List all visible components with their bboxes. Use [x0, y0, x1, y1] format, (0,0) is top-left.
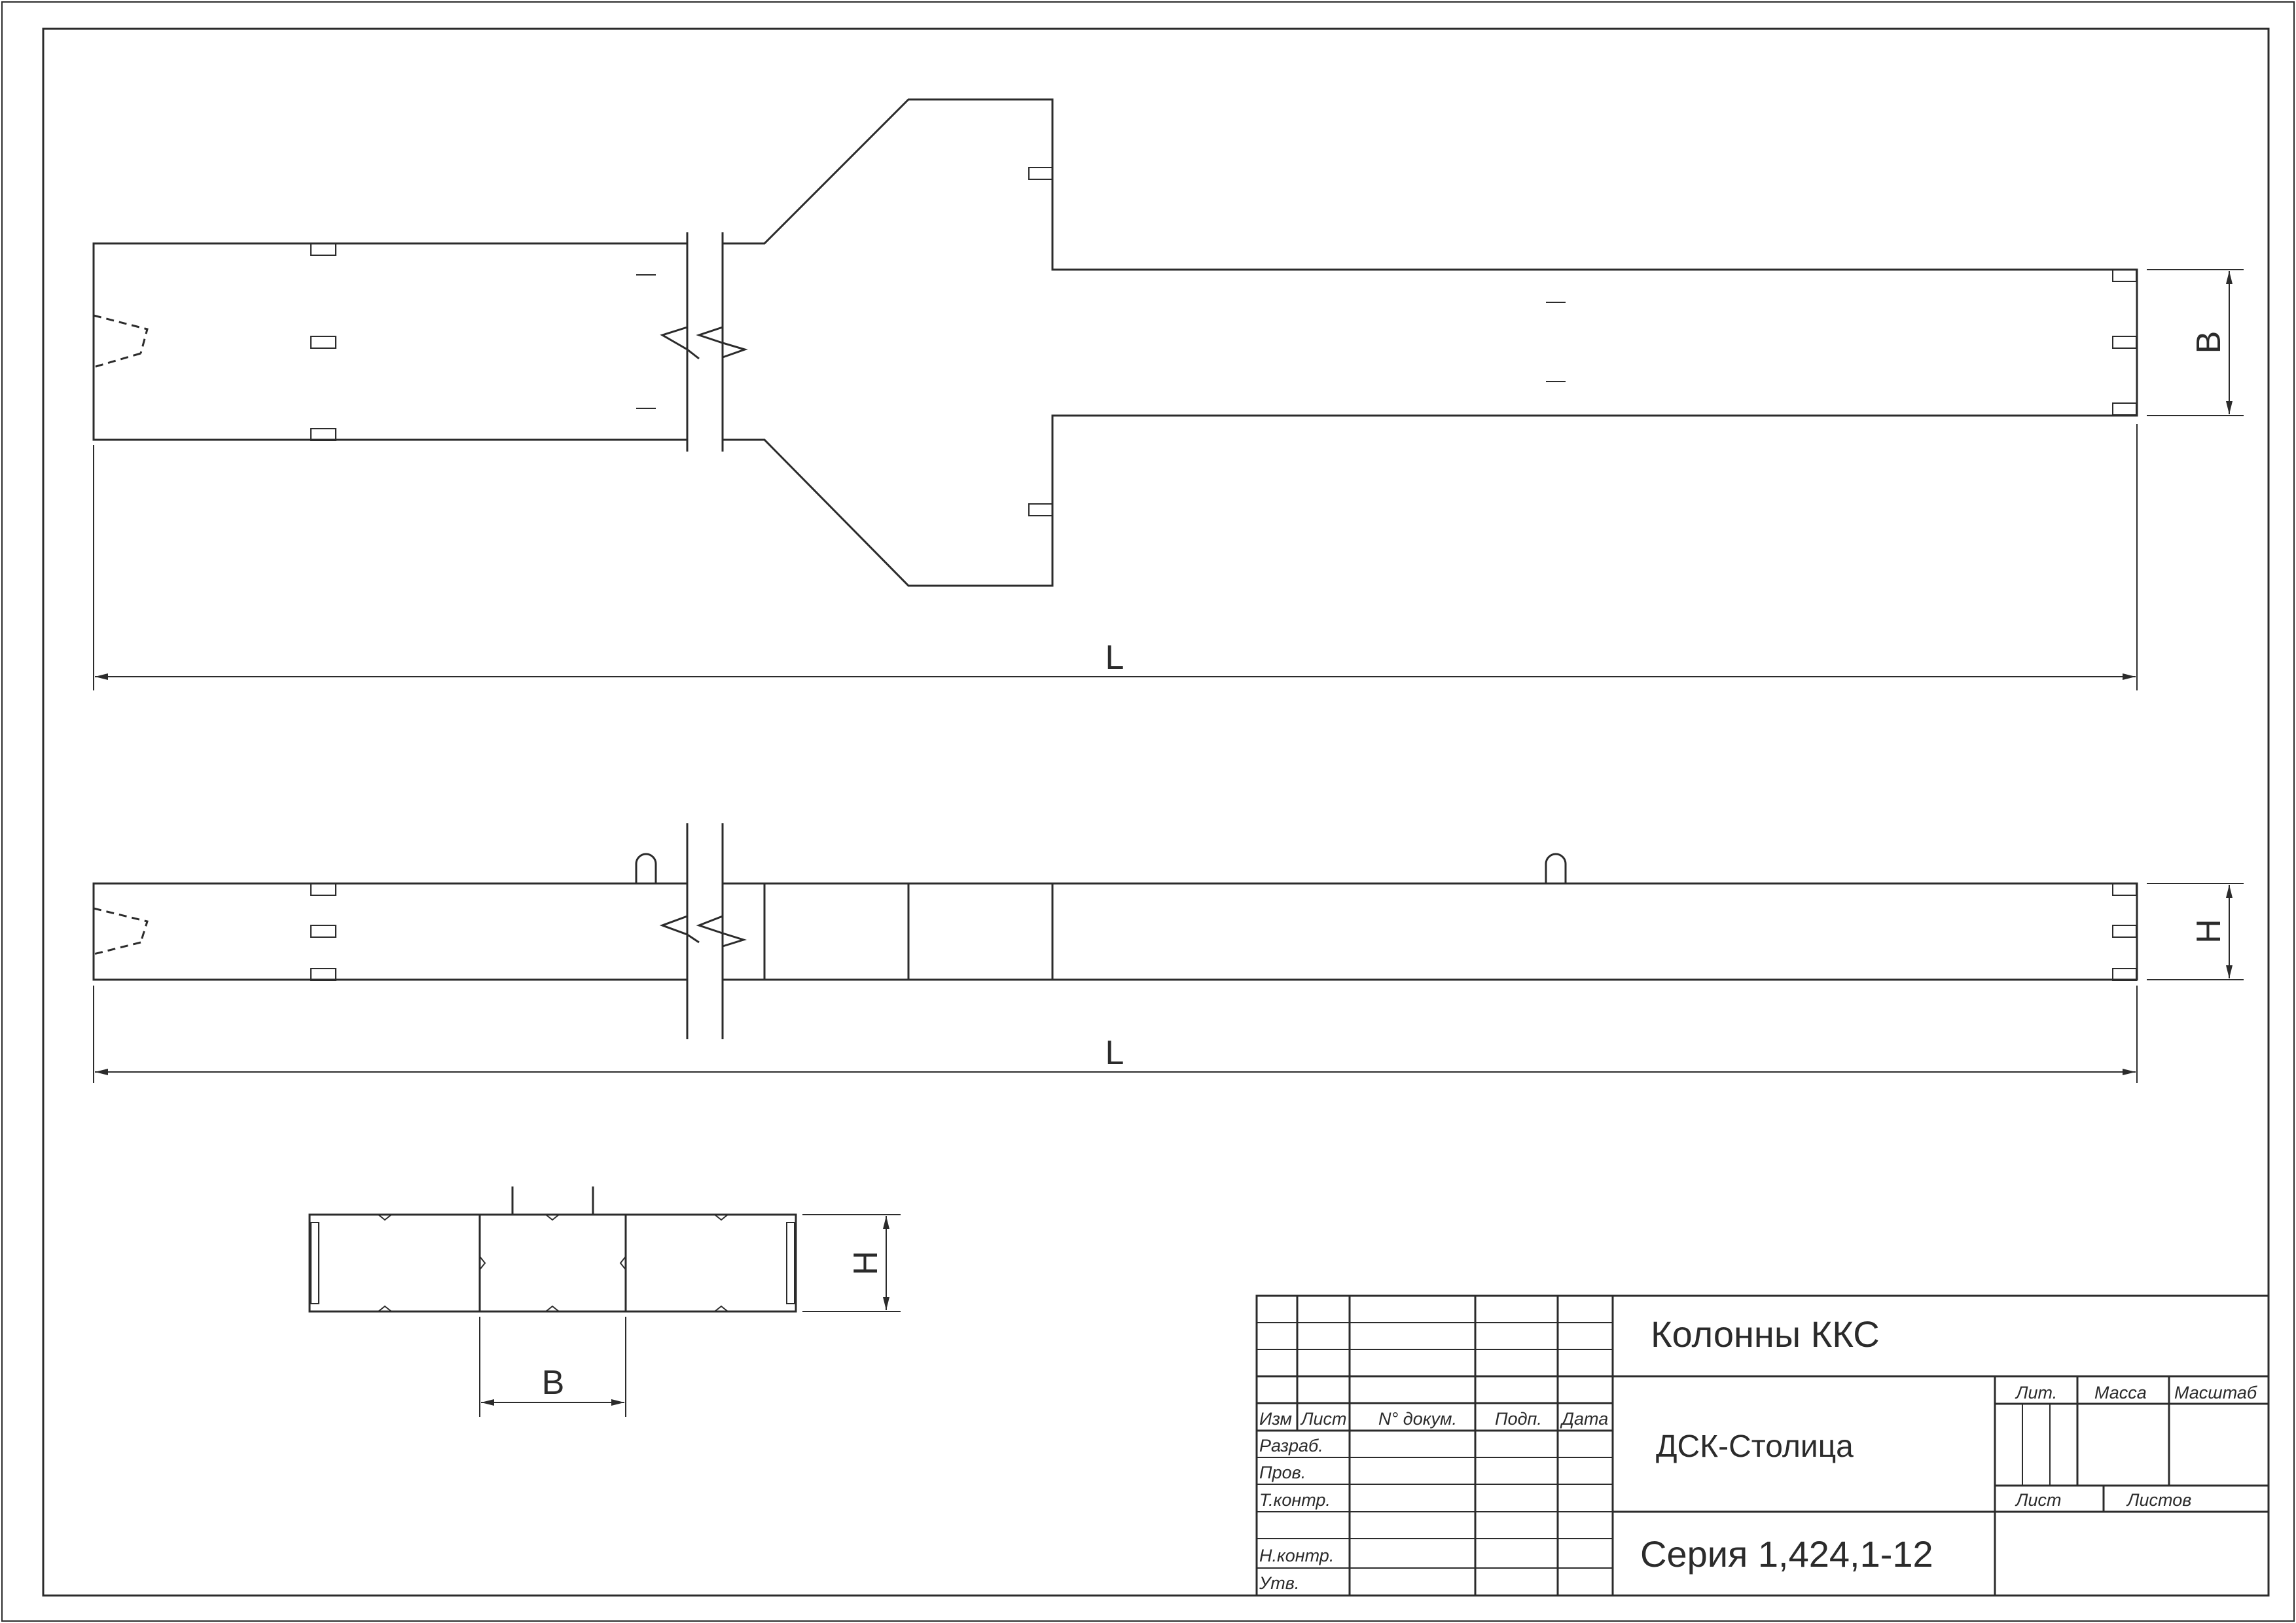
side-view-length-label: L — [1105, 1034, 1124, 1072]
role-razrab: Разраб. — [1259, 1436, 1323, 1455]
column-list: Лист — [1300, 1409, 1347, 1429]
side-view — [92, 823, 2244, 1083]
role-prov: Пров. — [1259, 1463, 1306, 1482]
top-view-width-label: B — [2190, 331, 2228, 354]
column-date: Дата — [1560, 1409, 1608, 1429]
role-tkontr: Т.контр. — [1259, 1490, 1331, 1510]
drawing-title: Колонны ККС — [1651, 1313, 1880, 1355]
role-nkontr: Н.контр. — [1259, 1546, 1334, 1565]
cross-section — [308, 1186, 901, 1417]
section-width-label: B — [542, 1364, 565, 1402]
title-block — [1255, 1294, 2270, 1597]
masshtab-label: Масштаб — [2174, 1383, 2257, 1402]
column-doc: N° докум. — [1378, 1409, 1457, 1429]
lit-label: Лит. — [2015, 1383, 2057, 1402]
top-view-length-label: L — [1105, 639, 1124, 677]
role-utv: Утв. — [1259, 1573, 1299, 1593]
inner-frame — [42, 27, 2270, 1597]
sheets-label: Листов — [2126, 1490, 2191, 1510]
section-height-label: H — [847, 1251, 885, 1275]
series-number: Серия 1,424,1-12 — [1640, 1533, 1933, 1575]
organization-name: ДСК-Столица — [1656, 1429, 1854, 1464]
column-sign: Подп. — [1495, 1409, 1542, 1429]
massa-label: Масса — [2094, 1383, 2147, 1402]
column-izm: Изм — [1259, 1409, 1292, 1429]
top-view — [92, 98, 2244, 690]
side-view-height-label: H — [2190, 919, 2228, 944]
sheet-label: Лист — [2015, 1490, 2062, 1510]
